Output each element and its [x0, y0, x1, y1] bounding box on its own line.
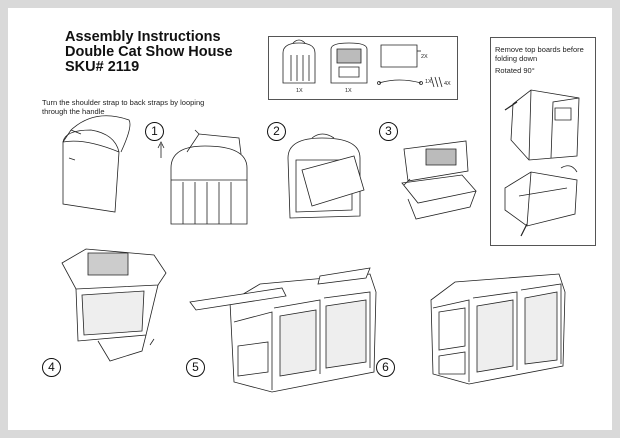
- step-5-number: 5: [186, 358, 205, 377]
- qty-rod: 1X: [425, 79, 432, 85]
- step-1-number: 1: [145, 122, 164, 141]
- qty-boards: 2X: [421, 54, 428, 60]
- step-6-number: 6: [376, 358, 395, 377]
- parts-list-box: 1X 1X 2X 1X 4X: [268, 36, 458, 100]
- step-2-illustration: [282, 130, 372, 225]
- step-3-number: 3: [379, 122, 398, 141]
- qty-cover: 1X: [296, 88, 303, 94]
- step-4-illustration: [58, 245, 168, 370]
- intro-caption: Turn the shoulder strap to back straps b…: [42, 98, 205, 116]
- step-1-illustration: [165, 128, 250, 228]
- fold-down-illustration: [491, 38, 595, 245]
- document-title: Assembly Instructions Double Cat Show Ho…: [65, 30, 233, 75]
- qty-pegs: 4X: [444, 81, 451, 87]
- step-4-number: 4: [42, 358, 61, 377]
- qty-house: 1X: [345, 88, 352, 94]
- step-6-illustration: [425, 270, 570, 390]
- parts-illustration: [269, 37, 457, 99]
- step-3-illustration: [396, 135, 486, 225]
- title-line-2: Double Cat Show House: [65, 44, 233, 60]
- fold-down-panel: Remove top boards before folding down Ro…: [490, 37, 596, 246]
- step-5-illustration: [190, 262, 380, 402]
- step-2-number: 2: [267, 122, 286, 141]
- title-line-3: SKU# 2119: [65, 59, 140, 75]
- title-line-1: Assembly Instructions: [65, 29, 221, 45]
- bag-strap-illustration: [55, 112, 135, 222]
